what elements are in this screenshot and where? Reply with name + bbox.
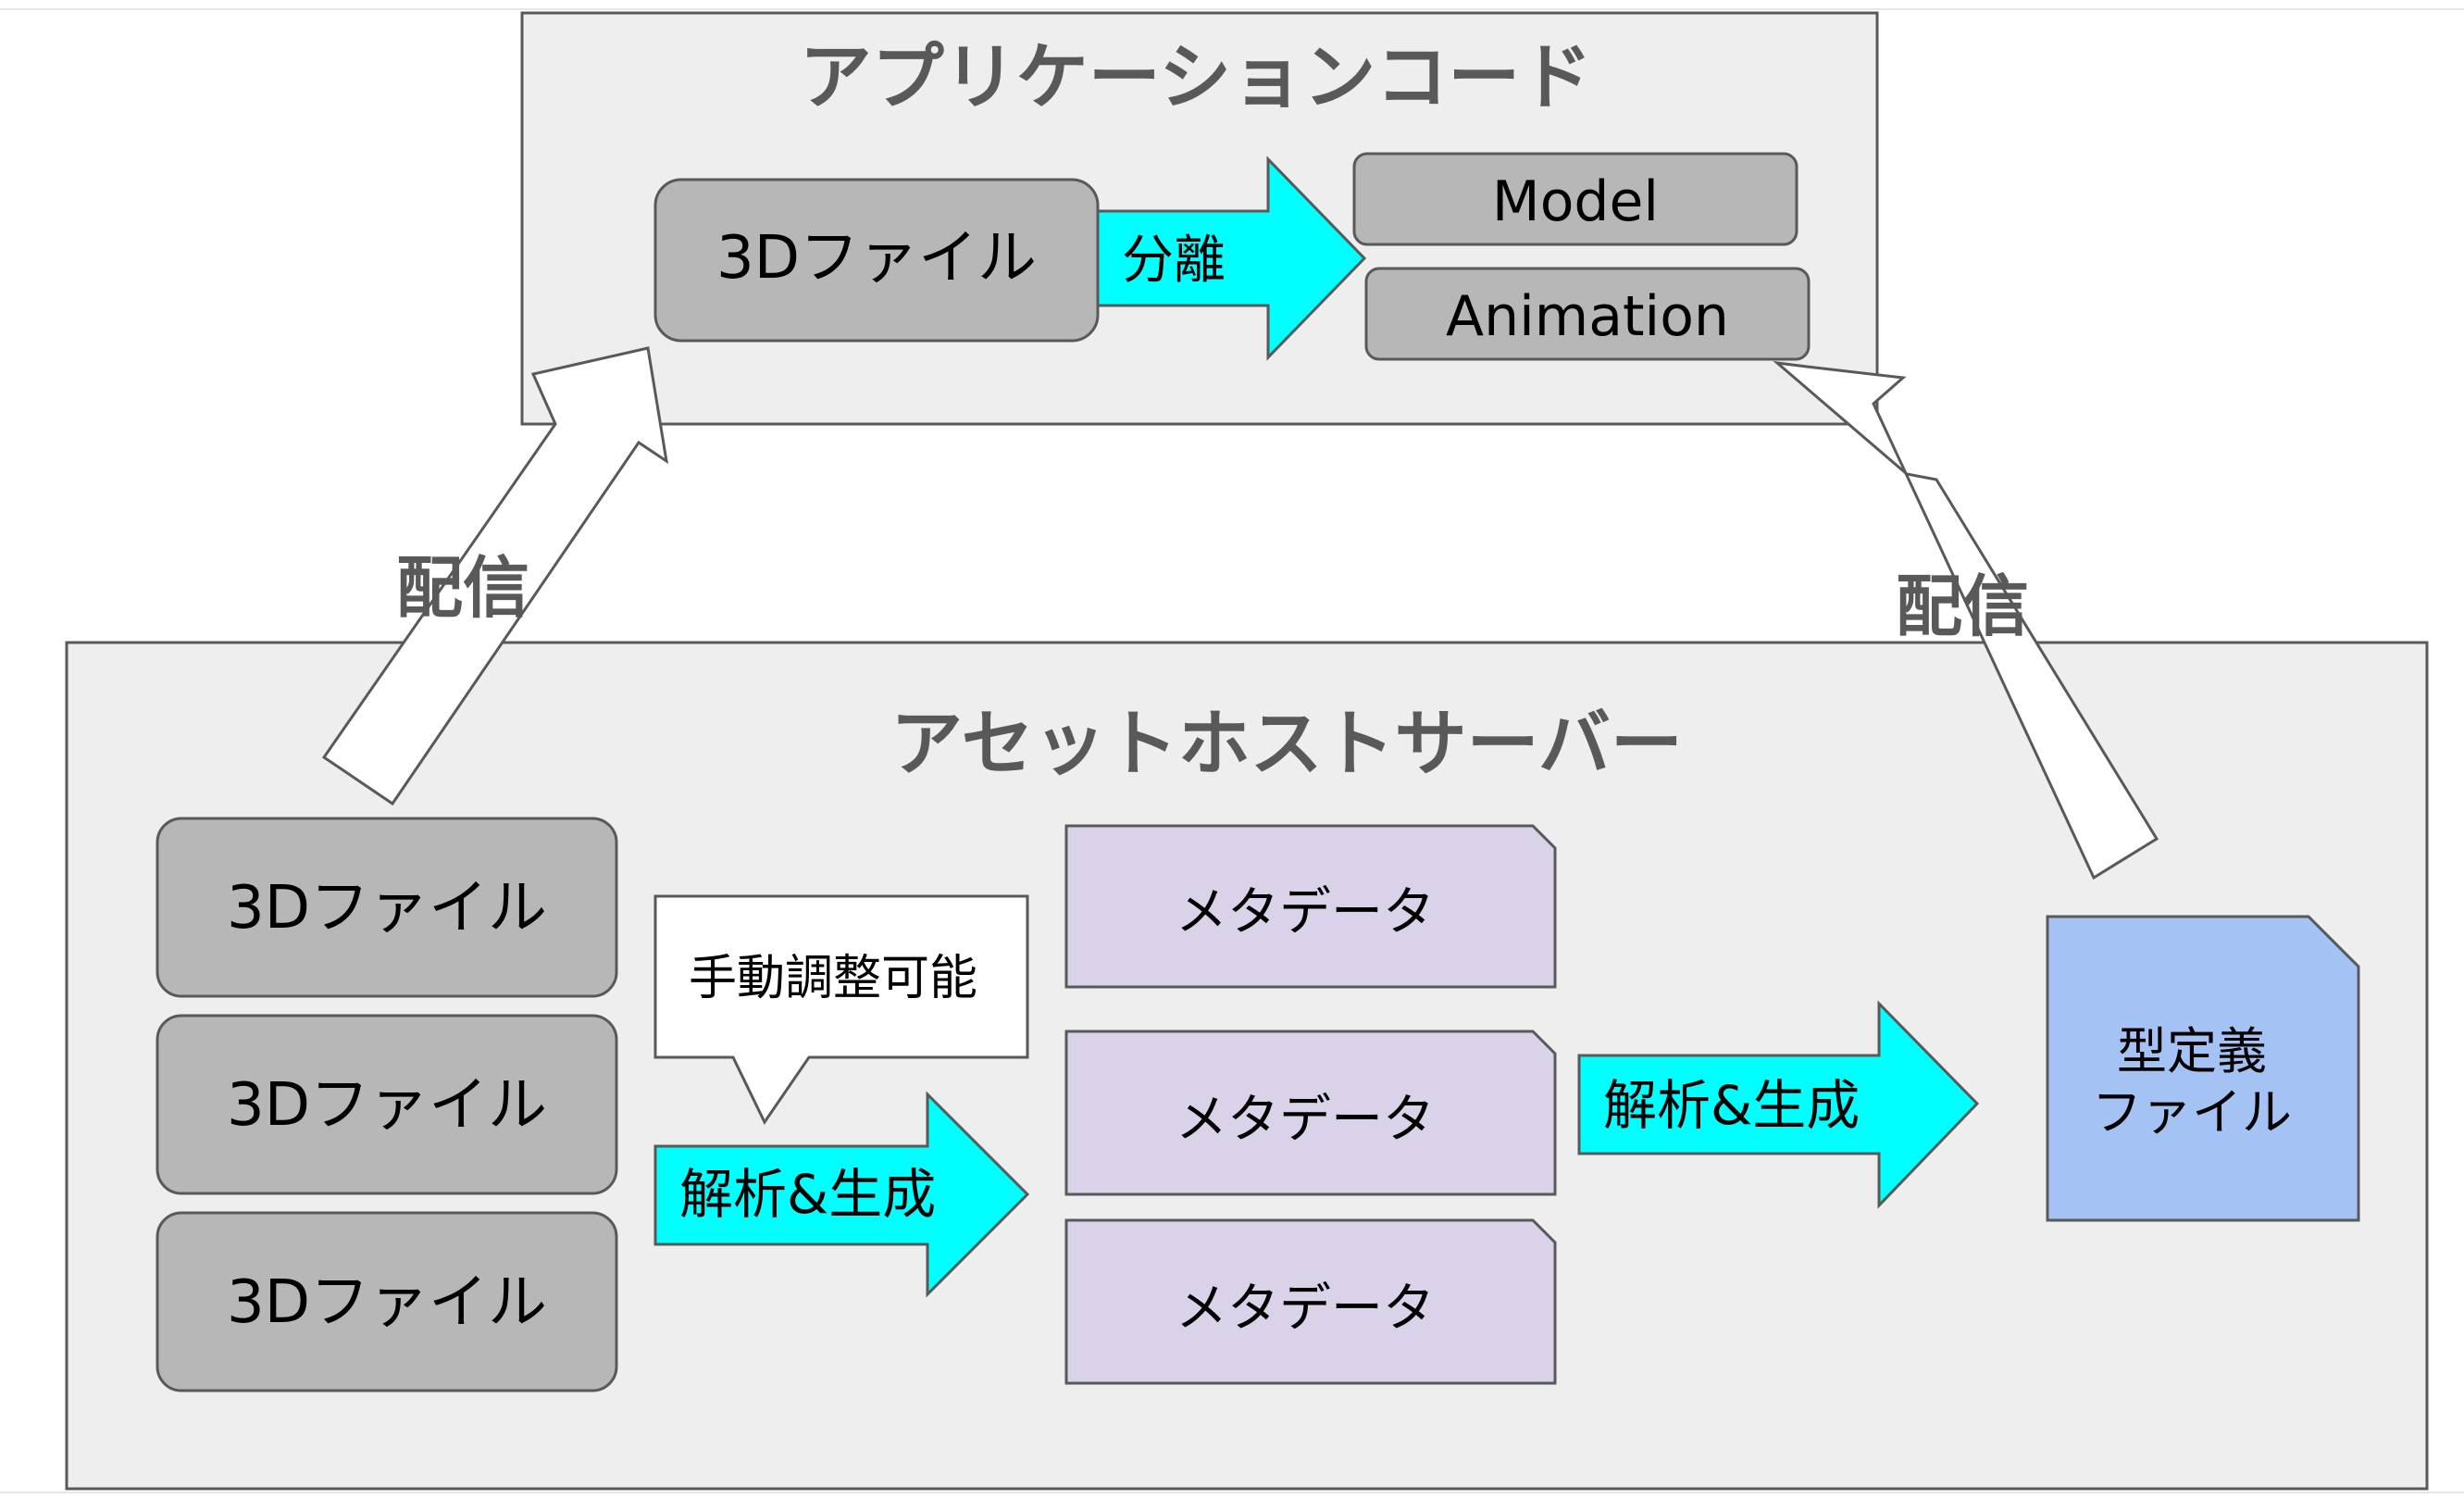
animation-box [1364,267,1811,361]
analyze-arrow-left [653,1091,1030,1298]
model-label: Model [1492,169,1659,234]
app-code-panel: アプリケーションコード 3Dファイル 分離 Model Animation [520,11,1879,426]
server-panel: アセットホストサーバー 3Dファイル 3Dファイル 3Dファイル 手動調整可能 … [65,641,2429,1491]
split-arrow-label: 分離 [1122,231,1226,291]
delivery-label-right: 配信 [1896,568,2029,645]
server-3d-file-label-3: 3Dファイル [227,1268,547,1337]
metadata-box-2 [1064,1030,1557,1196]
app-3d-file-label: 3Dファイル [716,224,1037,293]
typedef-label-line-1: 型定義 [2117,1022,2267,1080]
delivery-arrow-left [321,346,669,806]
server-3d-file-label-2: 3Dファイル [227,1071,547,1140]
metadata-label-2: メタデータ [1176,1090,1435,1150]
callout-bubble [653,894,1029,1125]
metadata-label-3: メタデータ [1176,1279,1435,1339]
analyze-arrow-left-label: 解析&生成 [679,1163,936,1226]
server-title: アセットホストサーバー [890,703,1683,786]
analyze-arrow-right-label: 解析&生成 [1603,1074,1860,1137]
app-code-title: アプリケーションコード [800,36,1592,119]
analyze-arrow-right [1577,1000,1980,1209]
split-arrow [1096,156,1367,361]
server-3d-file-label-1: 3Dファイル [227,874,547,942]
metadata-label-1: メタデータ [1176,882,1435,942]
animation-label: Animation [1446,284,1729,349]
typedef-box [2046,915,2360,1222]
server-3d-file-box-1 [156,817,618,998]
typedef-label-line-2: ファイル [2092,1083,2292,1142]
metadata-box-1 [1064,824,1557,989]
delivery-label-left: 配信 [396,549,529,627]
callout-label: 手動調整可能 [689,951,977,1006]
metadata-box-3 [1064,1218,1557,1385]
delivery-arrow-right [1773,360,2159,880]
model-box [1352,152,1798,246]
server-3d-file-box-2 [156,1014,618,1195]
server-3d-file-box-3 [156,1211,618,1392]
